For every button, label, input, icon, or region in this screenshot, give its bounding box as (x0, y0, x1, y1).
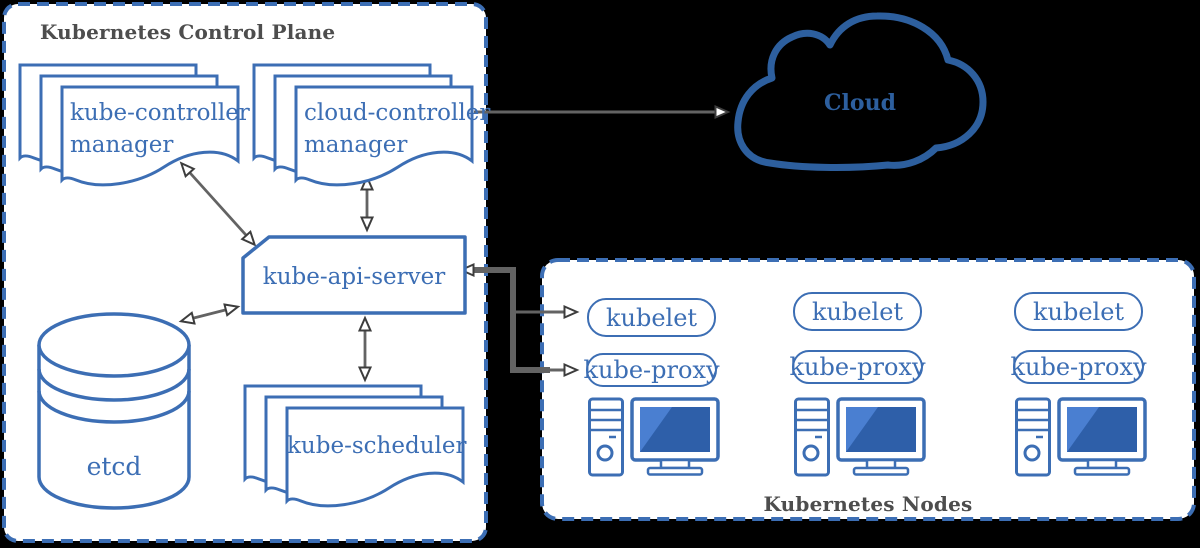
kube-api-server-shape (241, 235, 467, 315)
node2-kube-proxy-label: kube-proxy (789, 353, 926, 381)
kube-scheduler-label: kube-scheduler (287, 433, 467, 459)
node1-kubelet-label: kubelet (605, 303, 698, 332)
database-cylinder-icon (37, 312, 191, 510)
node3-kubelet-label: kubelet (1032, 297, 1125, 326)
kube-api-server-label: kube-api-server (262, 264, 446, 290)
control-plane-title: Kubernetes Control Plane (40, 20, 336, 44)
arrow-etcd-api-server (182, 307, 237, 321)
node1-kube-proxy-label: kube-proxy (583, 356, 720, 384)
arrow-nodes-api-server-trunk (462, 270, 550, 373)
node2-kube-proxy: kube-proxy (789, 350, 926, 384)
node3-kube-proxy: kube-proxy (1010, 350, 1147, 384)
cloud-label: Cloud (824, 90, 896, 116)
node2-kubelet-label: kubelet (811, 297, 904, 326)
kube-controller-manager-line1: kube-controller (70, 100, 250, 126)
node2-kubelet: kubelet (793, 292, 922, 331)
cloud-controller-manager-line1: cloud-controller (304, 100, 491, 126)
node1-kube-proxy: kube-proxy (583, 353, 720, 387)
arrow-controller-manager-api-server (182, 164, 254, 244)
node3-kube-proxy-label: kube-proxy (1010, 353, 1147, 381)
cloud-icon (734, 12, 987, 171)
node3-kubelet: kubelet (1014, 292, 1143, 331)
kube-controller-manager-label: kube-controller manager (70, 97, 250, 161)
cloud-controller-manager-label: cloud-controller manager (304, 97, 490, 161)
cloud-controller-manager-line2: manager (304, 132, 408, 158)
etcd-label: etcd (86, 452, 142, 481)
nodes-box-title: Kubernetes Nodes (763, 492, 973, 516)
kube-controller-manager-line2: manager (70, 132, 174, 158)
node1-kubelet: kubelet (587, 298, 716, 337)
